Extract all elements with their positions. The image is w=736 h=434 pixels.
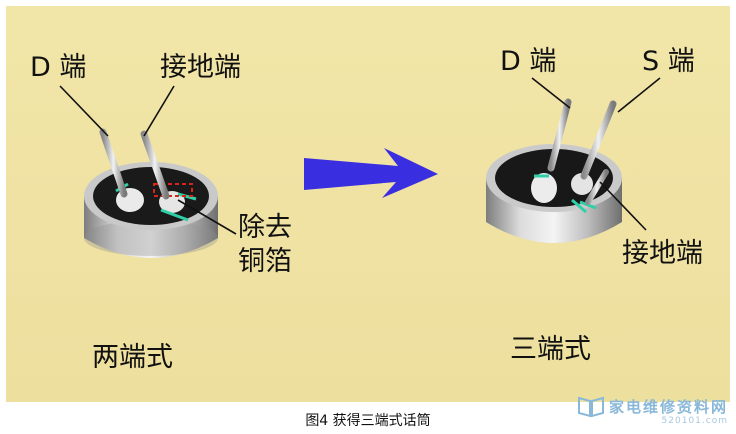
book-icon — [577, 396, 604, 418]
left-ground-terminal-label: 接地端 — [160, 52, 241, 83]
watermark-name: 家电维修资料网 — [608, 397, 728, 416]
right-d-terminal-label: D 端 — [500, 46, 557, 77]
left-d-terminal-label: D 端 — [30, 52, 87, 83]
remove-copper-label-line1: 除去 — [238, 212, 292, 243]
left-microphone — [84, 128, 218, 258]
right-ground-terminal-label: 接地端 — [622, 238, 703, 269]
right-s-terminal-label: S 端 — [642, 46, 695, 77]
transform-arrow — [304, 148, 438, 198]
photo-illustration — [59, 77, 661, 258]
left-type-label: 两端式 — [92, 342, 173, 373]
right-microphone — [486, 98, 622, 243]
right-type-label: 三端式 — [510, 334, 591, 365]
watermark: 家电维修资料网 — [577, 394, 728, 418]
remove-copper-label-line2: 铜箔 — [238, 246, 292, 277]
figure-caption: 图4 获得三端式话筒 — [305, 413, 431, 429]
photo: D 端 接地端 除去 铜箔 两端式 D 端 S 端 接地端 三端式 — [6, 6, 730, 402]
watermark-url: 520101.com — [661, 416, 728, 426]
leader-lines — [59, 77, 661, 235]
